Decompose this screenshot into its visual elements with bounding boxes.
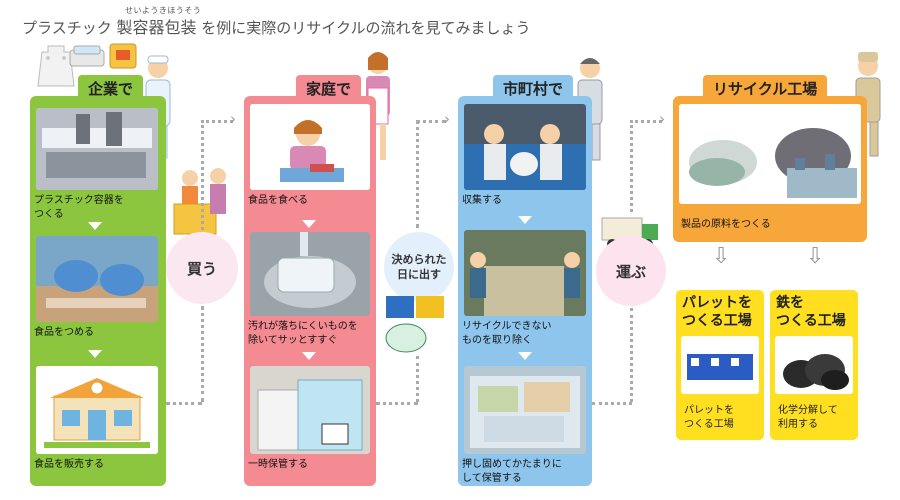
arrow-down-icon: ⇩ [712,244,731,269]
page-title: プラスチック せいようきほうそう 製容器包装 を例に実際のリサイクルの流れを見て… [22,6,531,38]
connector-line [630,120,633,212]
collection-photo [464,104,586,190]
home-step-1-caption: 食品を食べる [248,195,308,206]
sorting-photo [464,230,586,316]
connector-arrow-icon: › [659,110,665,128]
bale-photo [464,366,586,454]
recycle-bins-icon [385,296,444,353]
food-packing-photo [36,236,158,322]
pellets-photo [679,104,861,204]
connector-line [201,120,204,230]
company-tag: 企業で [78,75,144,102]
arrow-down-icon [302,220,316,228]
coke-icon [775,336,853,394]
title-part-1: プラスチック [22,19,112,37]
connector-line [630,120,662,123]
arrow-down-icon [302,352,316,360]
factory-line-photo [36,108,158,190]
snack-package-icon [109,43,137,69]
food-tray-icon [69,45,105,67]
title-kanji: 製容器包装 [116,18,197,37]
connector-line [592,402,632,405]
buy-action-circle: 買う [166,232,238,304]
company-step-1-caption: プラスチック容器を つくる [34,195,124,220]
city-step-3-caption: 押し固めてかたまりに して保管する [462,459,562,484]
connector-line [416,120,446,123]
carry-action-circle: 運ぶ [596,236,666,306]
connector-line [630,308,633,402]
company-step-3-caption: 食品を販売する [34,459,104,470]
steel-factory-box: 鉄を つくる工場 化学分解して 利用する [770,290,858,440]
title-ruby: せいようきほうそう [125,6,202,15]
steel-factory-caption: 化学分解して 利用する [778,405,838,430]
steel-factory-title: 鉄を つくる工場 [776,295,846,329]
connector-line [416,356,419,402]
pallet-factory-title: パレットを つくる工場 [682,295,752,329]
title-part-2: を例に実際のリサイクルの流れを見てみましょう [201,19,531,37]
pallet-factory-caption: パレットを つくる工場 [684,405,734,430]
connector-arrow-icon: › [230,110,236,128]
shoppers-icon [173,168,226,235]
storage-box-photo [250,366,370,454]
arrow-down-icon [518,216,532,224]
recycle-factory-caption: 製品の原料をつくる [681,219,771,230]
home-step-3-caption: 一時保管する [248,459,308,470]
home-tag: 家庭で [296,75,362,102]
arrow-down-icon [518,352,532,360]
home-step-2-caption: 汚れが落ちにくいものを 除いてサッとすすぐ [248,321,358,346]
put-out-action-circle: 決められた 日に出す [384,232,454,302]
carry-label: 運ぶ [615,262,646,281]
company-step-2-caption: 食品をつめる [34,327,94,338]
city-tag: 市町村で [493,75,574,102]
connector-line [416,120,419,228]
connector-line [201,306,204,402]
eating-photo [250,104,370,190]
connector-arrow-icon: › [444,110,450,128]
connector-line [201,120,233,123]
arrow-down-icon [88,350,102,358]
connector-line [376,402,418,405]
connector-line [166,402,202,405]
plastic-bag-icon [37,45,75,87]
buy-label: 買う [186,259,217,278]
recycle-factory-tag: リサイクル工場 [703,75,828,102]
put-out-label: 決められた 日に出す [391,253,447,281]
arrow-down-icon [88,222,102,230]
city-step-2-caption: リサイクルできない ものを取り除く [462,321,552,346]
city-step-1-caption: 収集する [462,195,502,206]
pallet-icon [681,336,759,394]
pallet-factory-box: パレットを つくる工場 パレットを つくる工場 [676,290,764,440]
rinsing-photo [250,232,370,316]
supermarket-icon [36,366,158,454]
arrow-down-icon: ⇩ [806,244,825,269]
